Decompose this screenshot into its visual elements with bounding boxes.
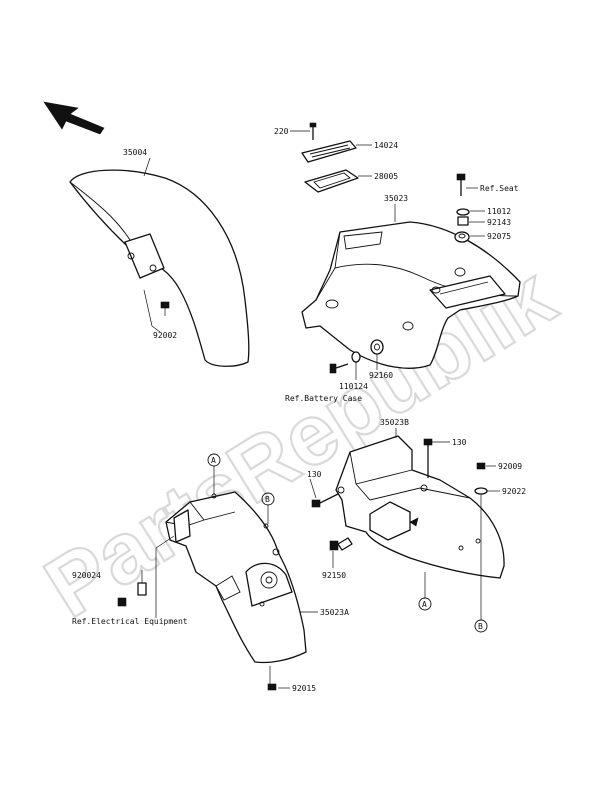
label-130-upper: 130 <box>452 438 467 447</box>
trim-14024 <box>301 140 357 163</box>
nut-92015 <box>267 683 277 691</box>
front-direction-arrow-icon <box>43 101 105 135</box>
watermark-text: PartsRepublik <box>29 248 570 636</box>
rubber-28005 <box>304 169 359 193</box>
label-ref-battery-case: Ref.Battery Case <box>285 394 362 403</box>
label-130-lower: 130 <box>307 470 322 479</box>
svg-text:A: A <box>422 600 427 609</box>
washer-92022 <box>474 487 488 495</box>
label-92160: 92160 <box>369 371 393 380</box>
screw-220 <box>309 122 317 140</box>
bolt-130-upper <box>423 438 433 478</box>
label-920024: 920024 <box>72 571 101 580</box>
label-14024: 14024 <box>374 141 398 150</box>
bolt-92002 <box>160 301 170 316</box>
callout-b-rear: B <box>261 492 275 506</box>
bolt-130-lower <box>311 493 339 508</box>
bolt-92150 <box>329 537 353 551</box>
label-35023: 35023 <box>384 194 408 203</box>
label-ref-electrical-equipment: Ref.Electrical Equipment <box>72 617 188 626</box>
label-28005: 28005 <box>374 172 398 181</box>
rear-fender-35023a <box>165 491 307 664</box>
label-ref-seat: Ref.Seat <box>480 184 519 193</box>
washer-110124 <box>351 351 361 363</box>
label-92022: 92022 <box>502 487 526 496</box>
svg-text:B: B <box>265 495 270 504</box>
callout-b-inner: B <box>474 619 488 633</box>
label-35023a: 35023A <box>320 608 349 617</box>
label-92075: 92075 <box>487 232 511 241</box>
washer-11012 <box>456 208 470 216</box>
label-11012: 11012 <box>487 207 511 216</box>
svg-text:A: A <box>211 456 216 465</box>
rear-inner-fender-35023b <box>335 435 505 579</box>
label-35004: 35004 <box>123 148 147 157</box>
label-92150: 92150 <box>322 571 346 580</box>
label-92015: 92015 <box>292 684 316 693</box>
grommet-92075 <box>454 231 470 243</box>
bolt-92009 <box>476 462 486 470</box>
label-92002: 92002 <box>153 331 177 340</box>
bolt-ref-seat <box>456 173 466 196</box>
svg-text:B: B <box>478 622 483 631</box>
callout-a-inner: A <box>418 597 432 611</box>
callout-a-rear: A <box>207 453 221 467</box>
label-92143: 92143 <box>487 218 511 227</box>
grommet-92160 <box>370 339 384 355</box>
label-35023b: 35023B <box>380 418 409 427</box>
rear-fender-35023 <box>301 221 521 369</box>
bolt-110124 <box>329 363 349 374</box>
label-220: 220 <box>274 127 289 136</box>
front-fender <box>69 169 250 367</box>
collar-92143 <box>457 216 469 226</box>
label-92009: 92009 <box>498 462 522 471</box>
label-110124: 110124 <box>339 382 368 391</box>
